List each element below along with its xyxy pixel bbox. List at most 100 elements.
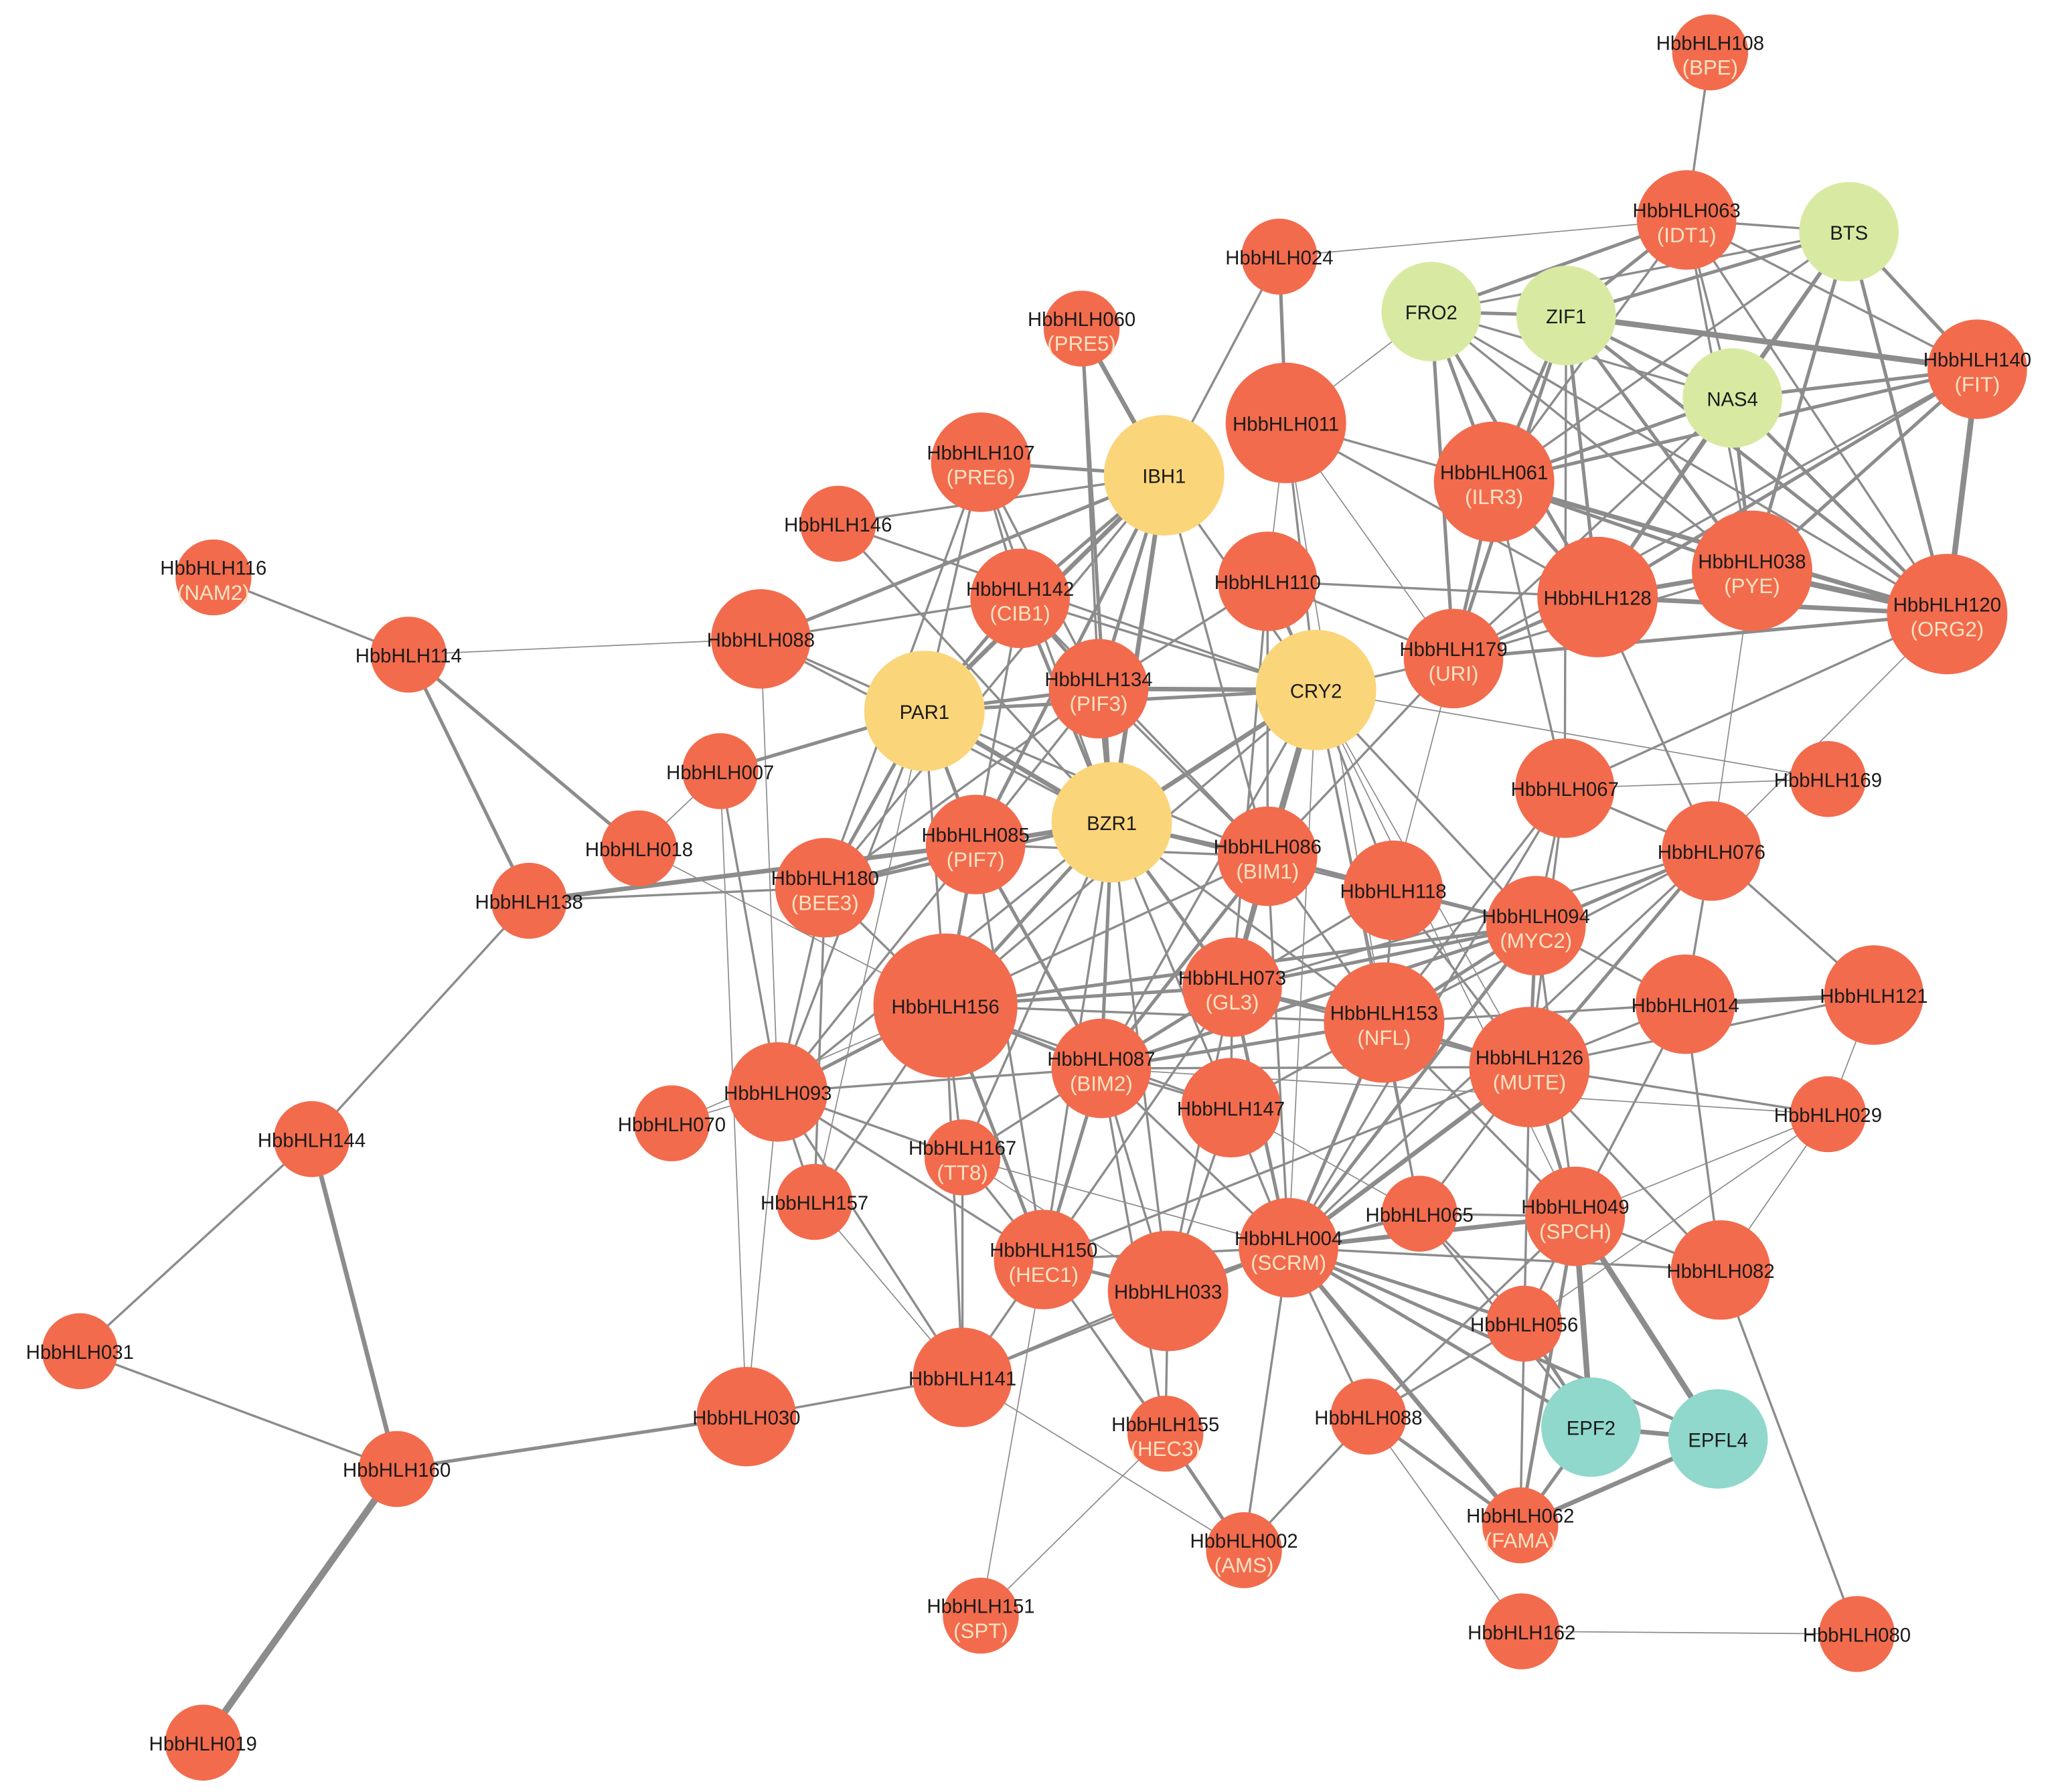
node-label: HbbHLH094 xyxy=(1482,906,1590,928)
node-hbbhlh049[interactable]: HbbHLH049(SPCH) xyxy=(1521,1166,1630,1267)
node-hbbhlh114[interactable]: HbbHLH114 xyxy=(356,617,462,693)
node-hbbhlh167[interactable]: HbbHLH167(TT8) xyxy=(909,1119,1016,1196)
node-hbbhlh024[interactable]: HbbHLH024 xyxy=(1225,218,1334,295)
node-hbbhlh179[interactable]: HbbHLH179(URI) xyxy=(1399,608,1508,709)
node-hbbhlh116[interactable]: HbbHLH116(NAM2) xyxy=(160,539,266,616)
node-hbbhlh004[interactable]: HbbHLH004(SCRM) xyxy=(1235,1198,1342,1298)
node-hbbhlh180[interactable]: HbbHLH180(BEE3) xyxy=(771,837,879,938)
node-hbbhlh144[interactable]: HbbHLH144 xyxy=(258,1101,366,1177)
node-hbbhlh162[interactable]: HbbHLH162 xyxy=(1468,1593,1575,1669)
node-hbbhlh094[interactable]: HbbHLH094(MYC2) xyxy=(1482,876,1590,976)
node-hbbhlh126[interactable]: HbbHLH126(MUTE) xyxy=(1469,1007,1590,1128)
node-hbbhlh067[interactable]: HbbHLH067 xyxy=(1511,738,1619,838)
node-cry2[interactable]: CRY2 xyxy=(1255,629,1376,750)
node-alias: (FAMA) xyxy=(1485,1529,1556,1552)
node-hbbhlh082[interactable]: HbbHLH082 xyxy=(1666,1220,1775,1320)
node-hbbhlh121[interactable]: HbbHLH121 xyxy=(1820,945,1927,1045)
node-hbbhlh063[interactable]: HbbHLH063(IDT1) xyxy=(1633,170,1741,270)
node-hbbhlh073[interactable]: HbbHLH073(GL3) xyxy=(1178,937,1286,1038)
node-hbbhlh093[interactable]: HbbHLH093 xyxy=(724,1042,832,1142)
edge-bzr1-hbbhlh167 xyxy=(961,821,1113,1159)
node-hbbhlh153[interactable]: HbbHLH153(NFL) xyxy=(1324,962,1445,1083)
node-label: HbbHLH134 xyxy=(1044,669,1152,691)
node-hbbhlh038[interactable]: HbbHLH038(PYE) xyxy=(1692,510,1812,631)
node-hbbhlh142[interactable]: HbbHLH142(CIB1) xyxy=(966,548,1074,649)
node-bts[interactable]: BTS xyxy=(1799,181,1899,282)
node-hbbhlh085[interactable]: HbbHLH085(PIF7) xyxy=(922,795,1030,894)
node-bzr1[interactable]: BZR1 xyxy=(1051,762,1172,883)
node-label: HbbHLH067 xyxy=(1511,779,1619,801)
node-hbbhlh080[interactable]: HbbHLH080 xyxy=(1803,1596,1911,1672)
node-hbbhlh160[interactable]: HbbHLH160 xyxy=(343,1431,451,1508)
node-hbbhlh086[interactable]: HbbHLH086(BIM1) xyxy=(1214,806,1322,906)
node-circle xyxy=(873,933,1018,1078)
node-hbbhlh002[interactable]: HbbHLH002(AMS) xyxy=(1190,1512,1298,1589)
node-hbbhlh087[interactable]: HbbHLH087(BIM2) xyxy=(1047,1018,1156,1119)
node-ibh1[interactable]: IBH1 xyxy=(1103,415,1225,536)
node-hbbhlh056[interactable]: HbbHLH056 xyxy=(1470,1285,1578,1362)
node-hbbhlh108[interactable]: HbbHLH108(BPE) xyxy=(1656,14,1764,90)
node-hbbhlh169[interactable]: HbbHLH169 xyxy=(1774,741,1882,817)
node-hbbhlh011[interactable]: HbbHLH011 xyxy=(1225,362,1346,483)
node-hbbhlh146[interactable]: HbbHLH146 xyxy=(784,485,892,562)
node-par1[interactable]: PAR1 xyxy=(864,651,985,772)
node-circle xyxy=(601,810,678,887)
node-hbbhlh155[interactable]: HbbHLH155(HEC3) xyxy=(1111,1395,1219,1472)
node-hbbhlh157[interactable]: HbbHLH157 xyxy=(761,1163,868,1240)
node-fro2[interactable]: FRO2 xyxy=(1381,262,1482,361)
node-hbbhlh019[interactable]: HbbHLH019 xyxy=(149,1704,257,1781)
node-hbbhlh140[interactable]: HbbHLH140(FIT) xyxy=(1923,319,2031,419)
node-hbbhlh088[interactable]: HbbHLH088 xyxy=(707,589,815,689)
node-hbbhlh150[interactable]: HbbHLH150(HEC1) xyxy=(990,1210,1097,1309)
node-hbbhlh076[interactable]: HbbHLH076 xyxy=(1658,801,1765,901)
node-circle xyxy=(800,485,876,562)
node-hbbhlh088b[interactable]: HbbHLH088 xyxy=(1314,1378,1423,1455)
node-alias: (BIM2) xyxy=(1070,1072,1133,1095)
node-hbbhlh029[interactable]: HbbHLH029 xyxy=(1774,1076,1882,1153)
node-hbbhlh030[interactable]: HbbHLH030 xyxy=(692,1366,800,1467)
node-circle xyxy=(682,733,759,809)
node-hbbhlh033[interactable]: HbbHLH033 xyxy=(1107,1230,1229,1352)
node-hbbhlh007[interactable]: HbbHLH007 xyxy=(666,733,774,809)
edge-ibh1-hbbhlh088 xyxy=(759,473,1166,641)
node-hbbhlh134[interactable]: HbbHLH134(PIF3) xyxy=(1044,639,1153,739)
node-label: HbbHLH153 xyxy=(1330,1003,1438,1025)
node-hbbhlh065[interactable]: HbbHLH065 xyxy=(1366,1175,1474,1252)
node-circle xyxy=(1887,554,2008,675)
node-label: HbbHLH107 xyxy=(927,442,1034,465)
node-label: HbbHLH085 xyxy=(922,825,1030,847)
node-alias: (MYC2) xyxy=(1500,929,1572,953)
node-hbbhlh014[interactable]: HbbHLH014 xyxy=(1632,954,1739,1054)
node-hbbhlh110[interactable]: HbbHLH110 xyxy=(1214,532,1321,631)
node-hbbhlh070[interactable]: HbbHLH070 xyxy=(618,1085,726,1161)
edge-hbbhlh063-hbbhlh120 xyxy=(1685,218,1949,616)
node-label: HbbHLH151 xyxy=(927,1596,1034,1618)
node-hbbhlh031[interactable]: HbbHLH031 xyxy=(26,1313,134,1390)
node-hbbhlh018[interactable]: HbbHLH018 xyxy=(585,810,693,887)
node-zif1[interactable]: ZIF1 xyxy=(1516,266,1616,365)
node-epf2[interactable]: EPF2 xyxy=(1541,1377,1641,1477)
node-epfl4[interactable]: EPFL4 xyxy=(1668,1389,1768,1489)
edge-fro2-hbbhlh038 xyxy=(1430,310,1753,572)
node-hbbhlh147[interactable]: HbbHLH147 xyxy=(1177,1058,1285,1158)
node-hbbhlh060[interactable]: HbbHLH060(PRE5) xyxy=(1028,291,1135,367)
node-circle xyxy=(165,1704,241,1781)
node-hbbhlh138[interactable]: HbbHLH138 xyxy=(475,862,583,939)
node-label: HbbHLH002 xyxy=(1190,1530,1297,1552)
node-hbbhlh118[interactable]: HbbHLH118 xyxy=(1340,840,1447,941)
node-hbbhlh107[interactable]: HbbHLH107(PRE6) xyxy=(927,412,1035,512)
node-circle xyxy=(1514,738,1615,838)
node-hbbhlh061[interactable]: HbbHLH061(ILR3) xyxy=(1433,421,1555,542)
node-hbbhlh141[interactable]: HbbHLH141 xyxy=(909,1327,1016,1427)
node-hbbhlh062[interactable]: HbbHLH062(FAMA) xyxy=(1466,1487,1574,1564)
node-nas4[interactable]: NAS4 xyxy=(1682,348,1782,448)
node-hbbhlh128[interactable]: HbbHLH128 xyxy=(1537,536,1658,657)
node-circle xyxy=(1682,348,1782,448)
edge-hbbhlh138-hbbhlh085 xyxy=(526,842,978,904)
node-hbbhlh120[interactable]: HbbHLH120(ORG2) xyxy=(1887,554,2008,675)
node-hbbhlh156[interactable]: HbbHLH156 xyxy=(873,933,1018,1078)
node-hbbhlh151[interactable]: HbbHLH151(SPT) xyxy=(927,1577,1035,1654)
edge-hbbhlh093-hbbhlh141 xyxy=(777,1090,964,1379)
node-circle xyxy=(1217,806,1318,906)
